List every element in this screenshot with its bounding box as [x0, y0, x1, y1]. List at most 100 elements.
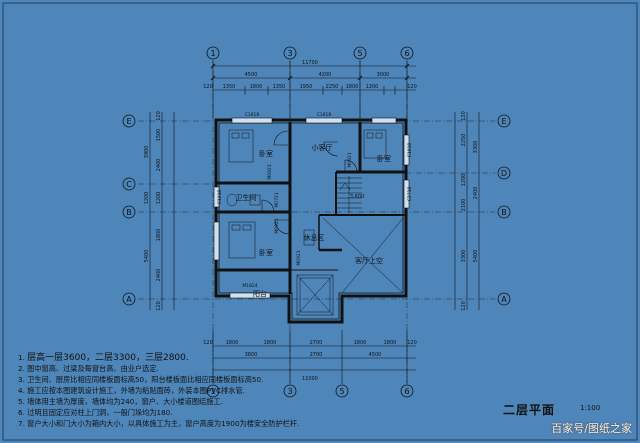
dim-bottom-s3: 2700: [310, 340, 323, 346]
axis-left-a: A: [126, 295, 132, 304]
bottom-dimensions: [212, 330, 416, 384]
dim-left-s6: 120: [156, 301, 162, 311]
axis-left-e: E: [126, 117, 131, 126]
axis-right-b: B: [501, 208, 507, 217]
dim-top-total: 11700: [302, 60, 318, 66]
note-text: 窗户大小和门大小为箱内大小，以具体施工为主，窗户高度为1900为楼安全防护栏杆.: [27, 419, 300, 428]
door-label-balcony: M1824: [242, 283, 257, 289]
dim-bottom-s0: 120: [203, 340, 213, 346]
note-number: 7.: [18, 419, 25, 428]
note-number: 5.: [18, 397, 25, 406]
dim-right-s4: 3300: [461, 250, 467, 263]
dim-left-3: 5400: [144, 250, 150, 263]
dim-bottom-total: 11000: [302, 376, 318, 382]
door-label-3: M0721: [274, 192, 280, 207]
room-label-bedroom-1: 卧室: [259, 149, 273, 158]
note-number: 6.: [18, 408, 25, 417]
dim-left-s4: 1800: [156, 229, 162, 242]
dim-bottom-3: 4500: [369, 352, 382, 358]
dim-bottom-s5: 1800: [384, 340, 397, 346]
note-2: 2. 图中窗高、过梁及每窗台高、由业户选定.: [18, 364, 159, 373]
note-text: 层高一层3600，二层3300，三层2800.: [27, 353, 189, 363]
axis-bottom-1: 1: [210, 387, 215, 396]
dim-right-s0: 120: [461, 111, 467, 121]
axis-bottom-6: 6: [404, 387, 409, 396]
note-5: 5. 墙体用主墙为厚度，墙体均为240，窗户、大小楼道图结施工.: [18, 397, 223, 406]
dim-top-s0: 120: [203, 84, 213, 90]
dim-top-s3: 1350: [273, 84, 286, 90]
dim-right-s2: 1200: [461, 174, 467, 187]
note-number: 3.: [18, 375, 25, 384]
note-3: 3. 卫生间、厨房比相应同楼板面标高50，阳台楼板面比相应同楼板面标高50.: [18, 375, 263, 384]
dim-top-2: 4200: [319, 72, 332, 78]
axis-top-5: 5: [357, 49, 362, 58]
dim-right-s5: 120: [461, 301, 467, 311]
window-label-4: C2718: [407, 187, 413, 202]
dim-left-s3: 1200: [156, 192, 162, 205]
door-label-2: M0921: [267, 164, 273, 179]
staircase: [336, 176, 362, 213]
dim-bottom-1: 3800: [245, 352, 258, 358]
axis-bottom-5: 5: [339, 387, 344, 396]
dim-right-s3: 2100: [461, 199, 467, 212]
note-number: 2.: [18, 364, 25, 373]
room-label-balcony: 阳台: [253, 289, 267, 298]
dim-left-s1: 1500: [156, 129, 162, 142]
room-label-void: 客厅上空: [355, 256, 383, 265]
drawing-scale: 1:100: [580, 404, 601, 412]
drawing-title: 二层平面: [503, 403, 556, 417]
axis-bottom-3: 3: [287, 387, 292, 396]
window-label-3: C1218: [217, 190, 223, 205]
axis-bubbles: [122, 46, 511, 398]
entrance-bay: [296, 274, 334, 316]
dim-left-1: 3900: [144, 146, 150, 159]
dim-bottom-s1: 1800: [226, 340, 239, 346]
note-text: 图中窗高、过梁及每窗台高、由业户选定.: [27, 364, 159, 373]
note-number: 4.: [18, 386, 25, 395]
axis-right-a: A: [501, 295, 507, 304]
windows: [213, 117, 410, 299]
dim-top-s2: 1800: [250, 84, 263, 90]
note-text: 过明且固定应对柱上门洞，一般门垛均为180.: [27, 408, 173, 417]
dim-left-s5: 2400: [156, 269, 162, 282]
furniture: [226, 129, 387, 259]
dim-top-s8: 120: [407, 84, 417, 90]
dim-stair-height: 3.600: [350, 194, 364, 200]
window-label-2: C1818: [317, 112, 332, 118]
door-label-4: M0921: [274, 218, 280, 233]
axis-left-b: B: [126, 208, 132, 217]
dim-left-2: 1200: [144, 192, 150, 205]
window-label-5: C1818: [407, 143, 413, 158]
door-swings: [261, 130, 358, 235]
dim-right-3: 5400: [473, 250, 479, 263]
axis-right-e: E: [501, 117, 506, 126]
room-label-bedroom-3: 卧室: [259, 248, 273, 257]
dim-top-3: 3000: [377, 72, 390, 78]
dim-right-s1: 2250: [461, 134, 467, 147]
dim-bottom-s2: 1800: [264, 340, 277, 346]
top-dim-ticks: [210, 63, 410, 81]
dim-top-s4: 1950: [300, 84, 313, 90]
note-7: 7. 窗户大小和门大小为箱内大小，以具体施工为主，窗户高度为1900为楼安全防护…: [18, 419, 299, 428]
dim-right-2: 2400: [473, 187, 479, 200]
dim-bottom-2: 2700: [310, 352, 323, 358]
note-1: 1. 层高一层3600，二层3300，三层2800.: [18, 353, 189, 363]
room-label-bathroom: 卫生间: [236, 193, 257, 202]
axis-top-1: 1: [210, 49, 215, 58]
dim-top-s7: 1200: [366, 84, 379, 90]
note-text: 卫生间、厨房比相应同楼板面标高50，阳台楼板面比相应同楼板面标高50.: [27, 375, 264, 384]
side-dimensions: [149, 112, 480, 310]
note-text: 墙体用主墙为厚度，墙体均为240，窗户、大小楼道图结施工.: [27, 397, 223, 406]
room-label-bedroom-2: 卧室: [377, 154, 391, 163]
dim-top-s6: 1800: [346, 84, 359, 90]
dim-left-s0: 120: [156, 111, 162, 121]
note-text: 施工应按本图建筑设计施工，外墙为粘贴面砖，外装本图PVC排水管.: [27, 386, 245, 395]
door-label-1: M0921: [347, 152, 353, 167]
door-label-5: M0921: [296, 250, 302, 265]
dim-top-1: 4500: [245, 72, 258, 78]
dim-bottom-s4: 1800: [354, 340, 367, 346]
axis-top-3: 3: [287, 49, 292, 58]
